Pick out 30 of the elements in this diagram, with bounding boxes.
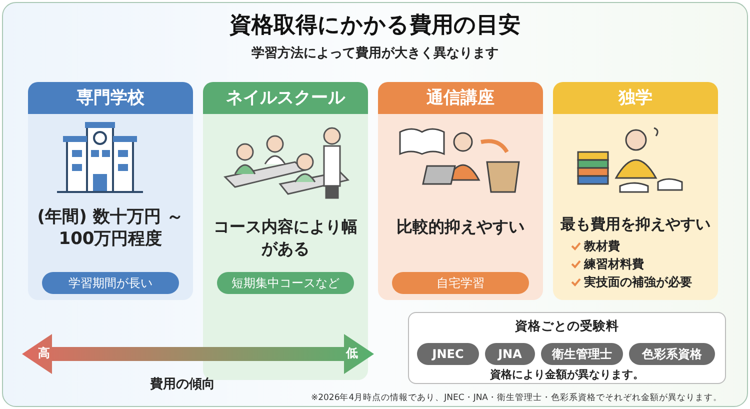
tag-pill: 学習期間が長い [42,272,179,294]
exam-tag: JNA [485,343,535,365]
subtitle: 学習方法によって費用が大きく異なります [250,44,500,62]
box-heading: 資格ごとの受験料 [514,318,620,335]
cost-text: 最も費用を抑えやすい [560,215,712,234]
exam-tag: 色彩系資格 [629,343,715,365]
cost-text: コース内容により幅がある [212,216,358,260]
title: 資格取得にかかる費用の目安 [228,12,522,40]
card-heading: ネイルスクール [203,82,368,114]
card-heading: 専門学校 [28,82,193,114]
method-card [378,82,543,300]
card-heading: 独学 [553,82,718,114]
tag-pill: 自宅学習 [392,272,529,294]
cost-text: 比較的抑えやすい [396,216,526,238]
cost-text: (年間) 数十万円 ～ 100万円程度 [36,206,185,250]
check-text: 練習材料費 [584,257,644,271]
card-heading: 通信講座 [378,82,543,114]
footnote: ※2026年4月時点の情報であり、JNEC・JNA・衛生管理士・色彩系資格でそれぞれ金額が異なります。 [310,392,722,404]
info-box [408,312,726,384]
method-card [28,82,193,300]
scale-label: 低 [346,345,358,362]
box-note: 資格により金額が異なります。 [489,367,645,382]
check-text: 教材費 [584,239,620,253]
method-card [553,82,718,300]
tag-pill: 短期集中コースなど [217,272,354,294]
axis-caption: 費用の傾向 [150,376,215,393]
exam-tag: JNEC [417,343,479,365]
exam-tag: 衛生管理士 [541,343,623,365]
check-text: 実技面の補強が必要 [584,275,692,289]
scale-label: 高 [38,345,50,362]
